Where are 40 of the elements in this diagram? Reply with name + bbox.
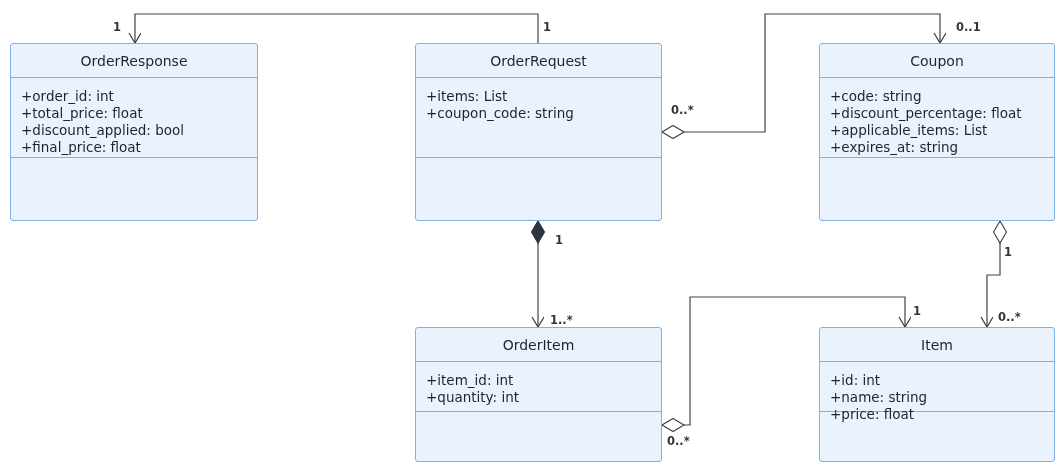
association-arrow: [128, 13, 539, 44]
attribute-text: +quantity: int: [426, 389, 520, 406]
association-arrow: [980, 220, 1008, 328]
attribute-text: +expires_at: string: [830, 139, 959, 156]
class-name: Coupon: [910, 52, 964, 69]
class-box: [819, 43, 1055, 221]
class-name: OrderResponse: [80, 52, 188, 69]
attribute-text: +name: string: [830, 389, 928, 406]
attribute-text: +price: float: [830, 406, 915, 423]
multiplicity-label: 1: [555, 233, 563, 247]
attribute-text: +coupon_code: string: [426, 105, 574, 122]
association-arrow: [661, 13, 947, 140]
attribute-text: +total_price: float: [21, 105, 143, 122]
multiplicity-label: 0..*: [671, 103, 694, 117]
attribute-text: +code: string: [830, 88, 922, 105]
class-name: OrderItem: [502, 336, 575, 353]
multiplicity-label: 0..*: [667, 434, 690, 448]
multiplicity-label: 1: [913, 304, 921, 318]
class-box: [10, 43, 258, 221]
attribute-text: +id: int: [830, 372, 881, 389]
multiplicity-label: 1: [543, 20, 551, 34]
multiplicity-label: 0..*: [998, 310, 1021, 324]
attribute-text: +applicable_items: List: [830, 122, 988, 139]
multiplicity-label: 1: [113, 20, 121, 34]
association-arrow: [661, 296, 912, 433]
multiplicity-label: 1: [1004, 245, 1012, 259]
attribute-text: +order_id: int: [21, 88, 114, 105]
attribute-text: +discount_applied: bool: [21, 122, 184, 139]
attribute-text: +items: List: [426, 88, 508, 105]
class-box: [415, 327, 662, 462]
attribute-text: +discount_percentage: float: [830, 105, 1022, 122]
attribute-text: +final_price: float: [21, 139, 141, 156]
class-name: OrderRequest: [490, 52, 587, 69]
association-arrow: [530, 220, 546, 328]
class-box: [415, 43, 662, 221]
class-box: [819, 327, 1055, 462]
class-name: Item: [921, 336, 953, 353]
multiplicity-label: 0..1: [956, 20, 981, 34]
attribute-text: +item_id: int: [426, 372, 514, 389]
multiplicity-label: 1..*: [550, 313, 573, 327]
